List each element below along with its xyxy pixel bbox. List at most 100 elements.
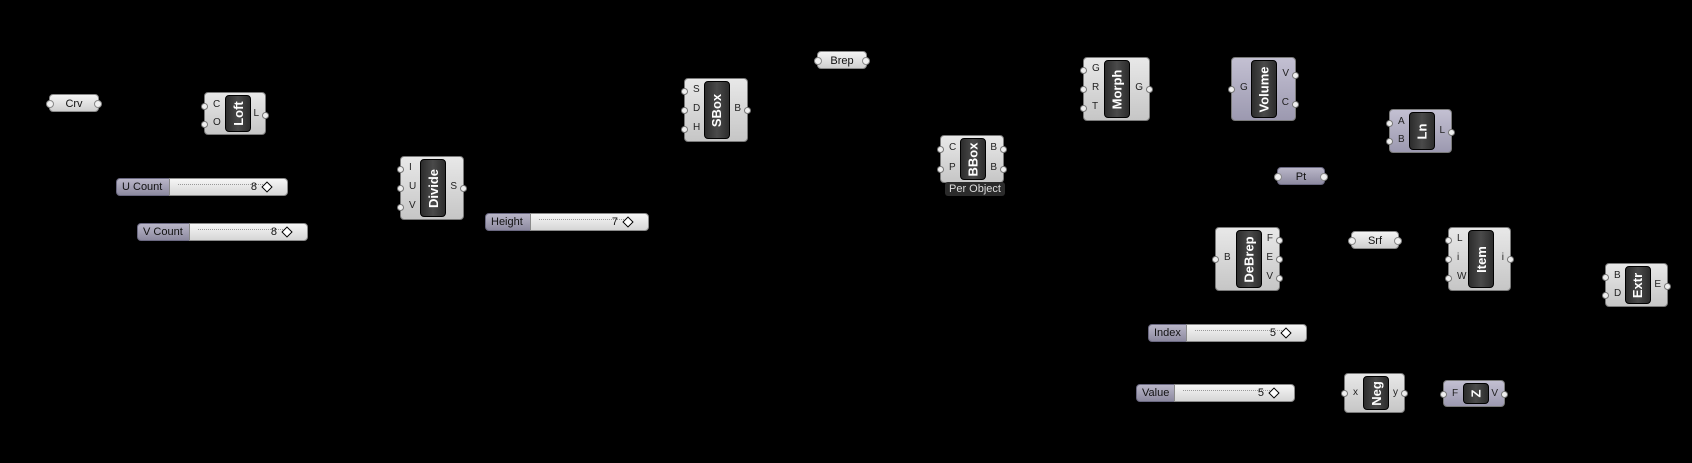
z-component[interactable]: F V Z <box>1440 380 1508 407</box>
component-name: Neg <box>1368 380 1384 406</box>
input-port[interactable]: x <box>1353 387 1358 398</box>
component-name: Ln <box>1414 123 1430 139</box>
slider-label: U Count <box>116 178 170 196</box>
slider-label: V Count <box>137 223 190 241</box>
input-grip[interactable] <box>814 57 822 65</box>
output-port[interactable]: G <box>1135 82 1143 93</box>
v-count-slider[interactable]: V Count 8 <box>137 223 308 241</box>
value-slider[interactable]: Value 5 <box>1136 384 1295 402</box>
neg-component[interactable]: x y Neg <box>1341 373 1408 413</box>
output-grip[interactable] <box>1320 173 1328 181</box>
srf-param[interactable]: Srf <box>1348 231 1402 249</box>
input-port[interactable]: i <box>1457 252 1460 263</box>
output-grip[interactable] <box>862 57 870 65</box>
srf-label: Srf <box>1367 235 1383 247</box>
slider-value: 5 <box>1269 327 1276 339</box>
bbox-component[interactable]: C P B B BBox <box>937 135 1007 183</box>
slider-value: 8 <box>270 226 277 238</box>
output-port[interactable]: L <box>253 108 259 119</box>
morph-component[interactable]: G R T G Morph <box>1080 57 1153 121</box>
height-slider[interactable]: Height 7 <box>485 213 649 231</box>
slider-value: 8 <box>250 181 257 193</box>
debrep-component[interactable]: B F E V DeBrep <box>1212 227 1283 291</box>
input-port[interactable]: A <box>1398 116 1405 127</box>
output-port[interactable]: y <box>1393 387 1398 398</box>
output-grip[interactable] <box>1394 237 1402 245</box>
slider-label: Index <box>1148 324 1187 342</box>
input-port[interactable]: G <box>1092 63 1100 74</box>
slider-track[interactable]: 8 <box>189 223 308 241</box>
loft-component[interactable]: C O L Loft <box>201 92 269 135</box>
slider-label: Value <box>1136 384 1175 402</box>
crv-label: Crv <box>65 98 83 110</box>
slider-value: 5 <box>1257 387 1264 399</box>
input-port[interactable]: F <box>1452 388 1459 399</box>
input-port[interactable]: G <box>1240 82 1248 93</box>
component-name: Loft <box>230 101 246 126</box>
output-port[interactable]: B <box>990 142 997 153</box>
extr-component[interactable]: B D E Extr <box>1602 263 1671 307</box>
output-port[interactable]: F <box>1266 233 1273 244</box>
slider-track[interactable]: 7 <box>530 213 649 231</box>
component-name: Divide <box>425 168 441 208</box>
brep-label: Brep <box>830 55 854 67</box>
brep-param[interactable]: Brep <box>814 51 870 69</box>
input-port[interactable]: W <box>1457 271 1467 282</box>
slider-value: 7 <box>611 216 618 228</box>
volume-component[interactable]: G V C Volume <box>1228 57 1299 121</box>
input-port[interactable]: S <box>693 84 700 95</box>
input-port[interactable]: D <box>1614 288 1622 299</box>
output-port[interactable]: V <box>1282 68 1289 79</box>
output-port[interactable]: V <box>1266 271 1273 282</box>
input-port[interactable]: I <box>409 162 412 173</box>
input-port[interactable]: B <box>1614 270 1621 281</box>
slider-label: Height <box>485 213 531 231</box>
input-port[interactable]: B <box>1398 134 1405 145</box>
divide-component[interactable]: I U V S Divide <box>397 156 467 220</box>
slider-track[interactable]: 5 <box>1174 384 1295 402</box>
input-grip[interactable] <box>46 100 54 108</box>
component-name: Z <box>1468 389 1484 398</box>
u-count-slider[interactable]: U Count 8 <box>116 178 288 196</box>
component-name: SBox <box>709 93 725 127</box>
input-port[interactable]: B <box>1224 252 1231 263</box>
pt-label: Pt <box>1295 171 1307 183</box>
per-object-tag: Per Object <box>945 182 1005 196</box>
input-grip[interactable] <box>1348 237 1356 245</box>
component-name: BBox <box>965 142 981 176</box>
pt-param[interactable]: Pt <box>1274 167 1328 185</box>
input-port[interactable]: C <box>213 99 221 110</box>
input-port[interactable]: V <box>409 200 416 211</box>
output-port[interactable]: B <box>990 162 997 173</box>
output-grip[interactable] <box>94 100 102 108</box>
input-port[interactable]: H <box>693 122 701 133</box>
output-port[interactable]: V <box>1491 388 1498 399</box>
output-port[interactable]: E <box>1654 279 1661 290</box>
component-name: Extr <box>1630 272 1646 298</box>
output-port[interactable]: L <box>1439 125 1445 136</box>
output-port[interactable]: C <box>1281 97 1289 108</box>
input-port[interactable]: P <box>949 162 956 173</box>
input-port[interactable]: L <box>1457 233 1463 244</box>
output-port[interactable]: i <box>1501 252 1504 263</box>
input-port[interactable]: R <box>1092 82 1100 93</box>
component-name: Morph <box>1109 69 1125 109</box>
output-port[interactable]: S <box>450 181 457 192</box>
output-port[interactable]: B <box>734 103 741 114</box>
input-port[interactable]: C <box>949 142 957 153</box>
output-port[interactable]: E <box>1266 252 1273 263</box>
sbox-component[interactable]: S D H B SBox <box>681 78 751 142</box>
component-name: Volume <box>1256 66 1272 112</box>
input-grip[interactable] <box>1274 173 1282 181</box>
input-port[interactable]: D <box>693 103 701 114</box>
component-name: DeBrep <box>1241 235 1257 283</box>
slider-track[interactable]: 5 <box>1186 324 1307 342</box>
input-port[interactable]: O <box>213 117 221 128</box>
slider-track[interactable]: 8 <box>169 178 288 196</box>
input-port[interactable]: U <box>409 181 417 192</box>
item-component[interactable]: L i W i Item <box>1445 227 1514 291</box>
crv-param[interactable]: Crv <box>46 94 102 112</box>
input-port[interactable]: T <box>1092 101 1099 112</box>
index-slider[interactable]: Index 5 <box>1148 324 1307 342</box>
ln-component[interactable]: A B L Ln <box>1386 109 1455 153</box>
